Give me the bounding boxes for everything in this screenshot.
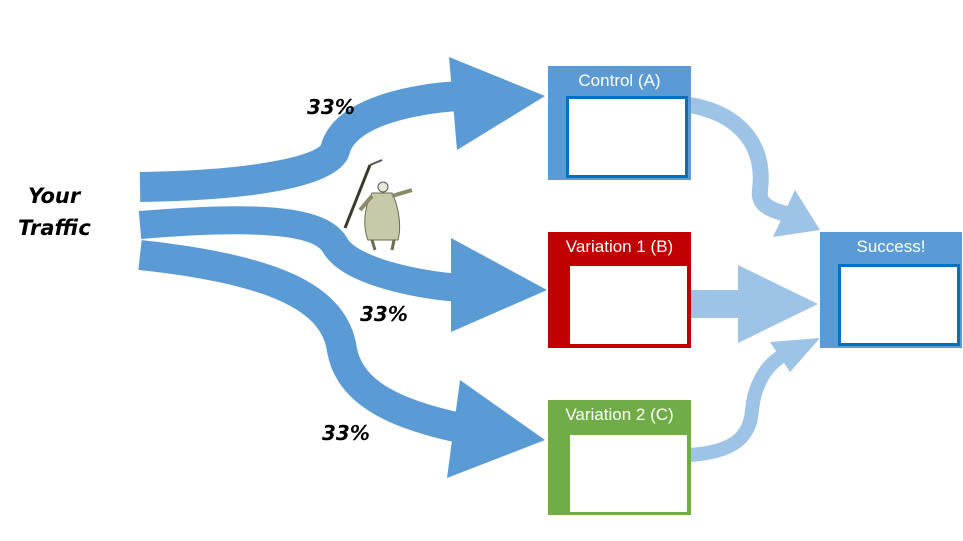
- split-percent-bottom: 33%: [322, 421, 370, 445]
- success-content-area: [838, 264, 960, 346]
- traffic-source-label: Your Traffic: [18, 180, 91, 244]
- variation2-content-area: [570, 435, 687, 512]
- control-content-area: [566, 96, 688, 178]
- traffic-source-line1: Your: [28, 184, 81, 208]
- traffic-arrowhead-bottom: [447, 380, 545, 478]
- variation2-box: Variation 2 (C): [548, 400, 691, 515]
- traffic-arrow-middle: [138, 206, 462, 302]
- traffic-arrowhead-middle: [451, 238, 547, 332]
- result-arrow-variation2: [689, 345, 793, 462]
- result-arrowhead-variation2: [770, 338, 820, 372]
- result-arrow-control: [688, 97, 792, 223]
- traffic-arrow-top: [139, 81, 461, 202]
- result-arrowhead-variation1: [738, 265, 818, 343]
- result-arrow-variation1-shaft: [690, 290, 740, 318]
- split-percent-top: 33%: [307, 95, 355, 119]
- variation1-title: Variation 1 (B): [565, 237, 674, 256]
- traffic-arrow-bottom: [138, 240, 464, 443]
- control-box: Control (A): [548, 66, 691, 180]
- success-box: Success!: [820, 232, 962, 348]
- grim-reaper-icon: [343, 159, 413, 251]
- control-title: Control (A): [578, 71, 661, 90]
- traffic-source-line2: Traffic: [18, 216, 91, 240]
- success-title: Success!: [856, 237, 926, 256]
- variation1-box: Variation 1 (B): [548, 232, 691, 348]
- traffic-arrowhead-top: [449, 57, 545, 150]
- result-arrowhead-control: [773, 190, 820, 237]
- split-percent-middle: 33%: [360, 302, 408, 326]
- variation2-title: Variation 2 (C): [565, 405, 674, 424]
- variation1-content-area: [570, 266, 687, 344]
